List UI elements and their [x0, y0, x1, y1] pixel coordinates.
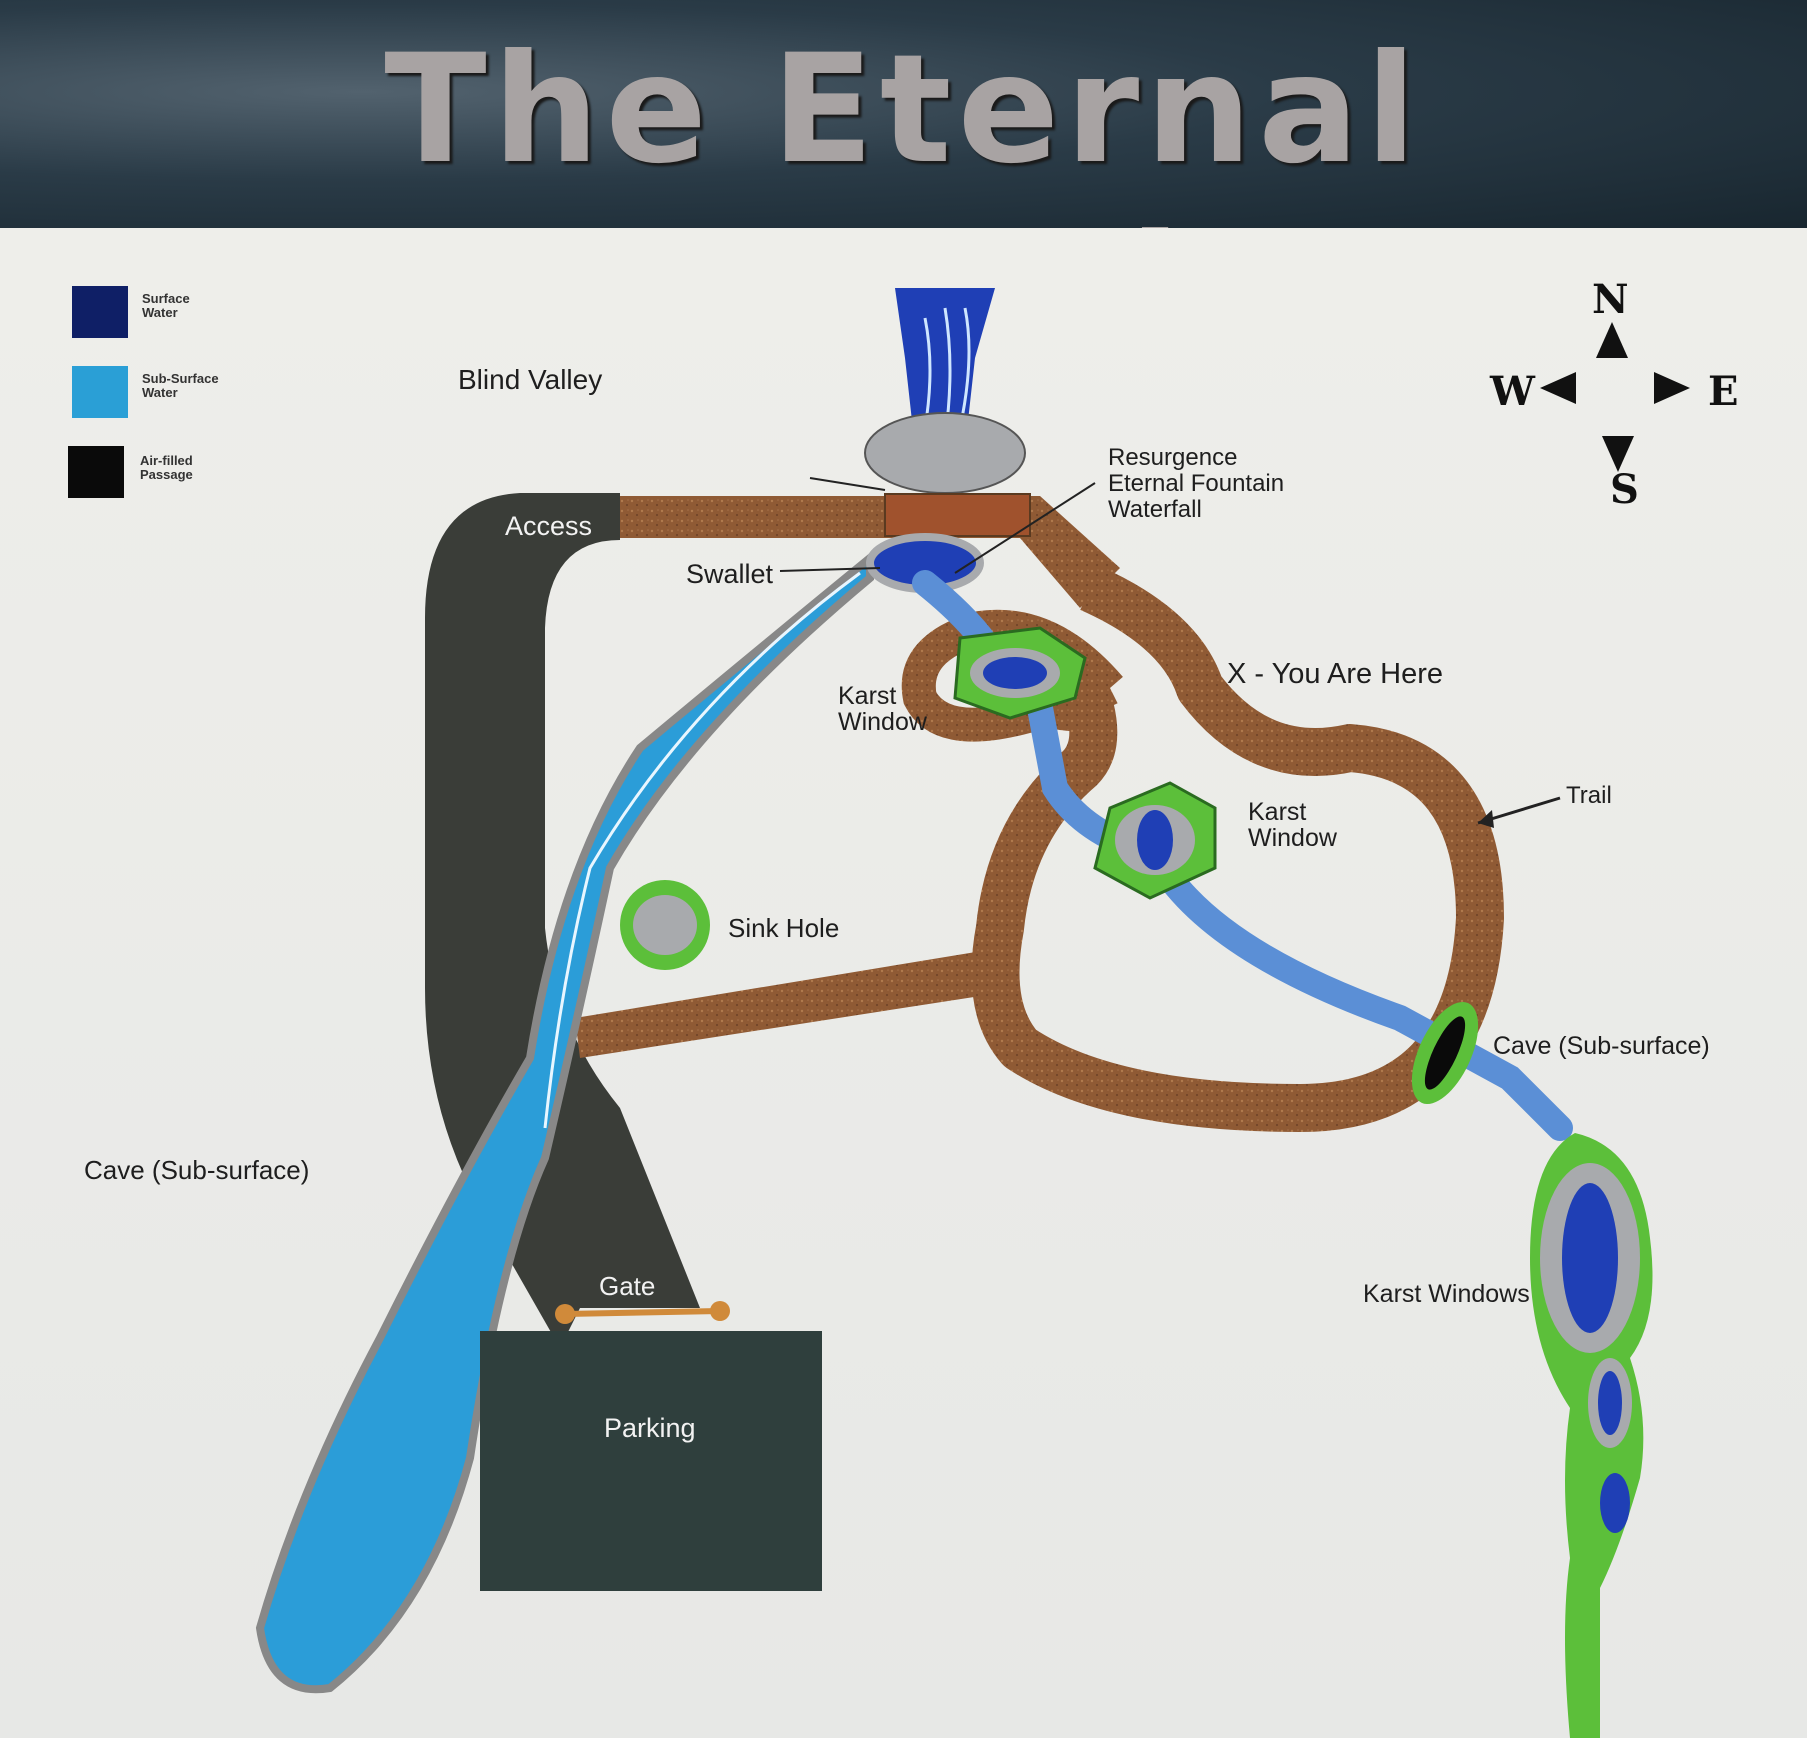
label-cave-subsurface-left: Cave (Sub-surface): [84, 1155, 310, 1185]
label-resurgence-2: Eternal Fountain: [1108, 470, 1285, 497]
trail-west-spur: [575, 948, 1000, 1058]
label-karst-window-1a: Karst: [838, 682, 897, 710]
title-banner: The Eternal Fountain: [0, 0, 1807, 377]
label-karst-window-2b: Window: [1248, 824, 1337, 852]
legend-air-filled-passage-label: Air-filled Passage: [140, 453, 193, 482]
legend-subsurface-water-swatch: [72, 366, 128, 418]
label-karst-window-1b: Window: [838, 708, 927, 736]
legend-subsurface-water-label: Sub-Surface Water: [142, 371, 219, 400]
legend-surface-water-label: Surface Water: [142, 291, 190, 320]
label-swallet: Swallet: [686, 559, 774, 589]
label-gate: Gate: [599, 1271, 656, 1301]
trail-map-graphic: [255, 288, 1653, 1738]
footbridge: [884, 493, 1031, 537]
legend-air-filled-passage-swatch: [68, 446, 124, 498]
label-you-are-here: X - You Are Here: [1227, 658, 1444, 690]
label-cave-subsurface-right: Cave (Sub-surface): [1493, 1032, 1710, 1060]
parking-lot: [480, 1331, 822, 1591]
label-trail: Trail: [1566, 782, 1612, 809]
label-blind-valley: Blind Valley: [458, 364, 603, 395]
trail-loop: [971, 566, 1504, 1132]
label-sink-hole: Sink Hole: [728, 913, 840, 943]
label-parking: Parking: [604, 1413, 696, 1443]
label-resurgence-1: Resurgence: [1108, 444, 1238, 471]
compass-east: E: [1708, 368, 1739, 415]
legend-surface-water-swatch: [72, 286, 128, 338]
compass-rose: N W E S: [1480, 276, 1740, 513]
map-board: Surface Water Sub-Surface Water Air-fill…: [0, 228, 1807, 1738]
waterfall-stream: [895, 288, 995, 448]
compass-north: N: [1592, 276, 1629, 323]
label-access: Access: [505, 511, 593, 541]
gate-bar: [564, 1308, 721, 1317]
compass-west: W: [1490, 368, 1535, 415]
compass-south: S: [1610, 466, 1639, 513]
compass-arrows-icon: [1540, 322, 1690, 472]
label-resurgence-3: Waterfall: [1108, 496, 1202, 523]
gate-post-left: [555, 1304, 575, 1324]
subsurface-stream-left: [255, 549, 874, 1694]
label-karst-windows: Karst Windows: [1363, 1280, 1530, 1308]
gate-post-right: [710, 1301, 730, 1321]
waterfall-rocks: [864, 412, 1026, 494]
label-karst-window-2a: Karst: [1248, 798, 1307, 826]
